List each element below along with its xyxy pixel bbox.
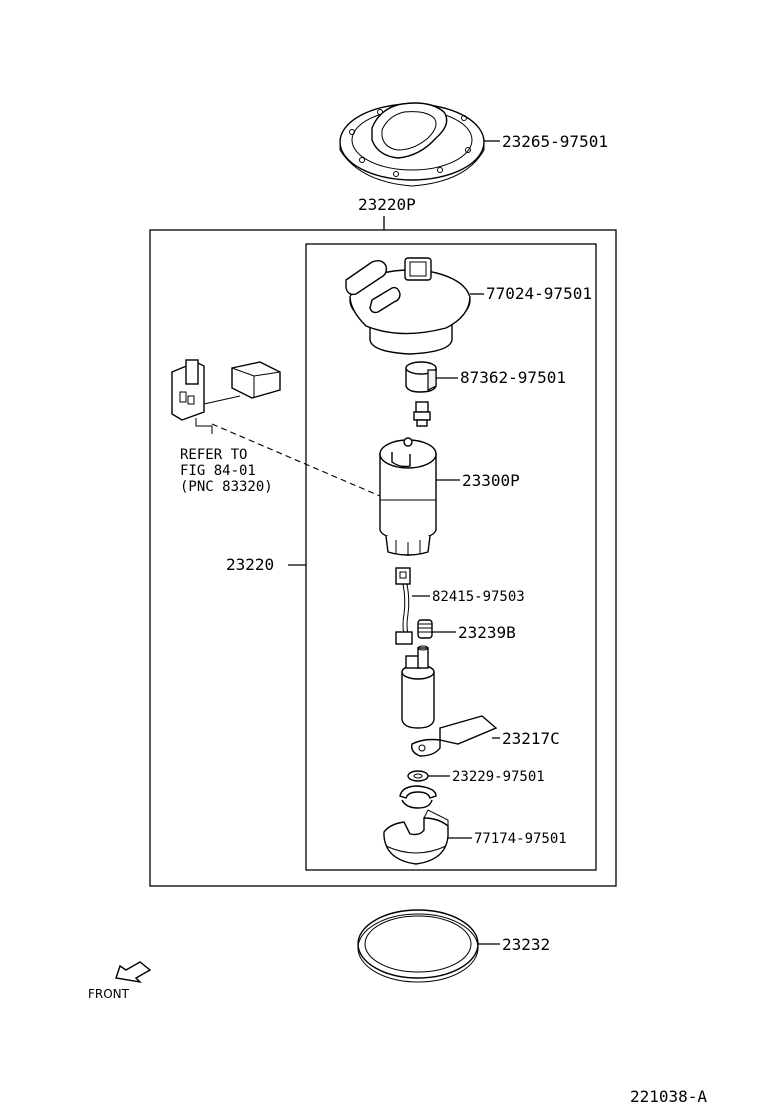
filter-connector-part bbox=[413, 401, 431, 427]
wire-harness-part bbox=[395, 567, 413, 645]
label-gasket-top: 23265-97501 bbox=[502, 132, 608, 151]
figure-id: 221038-A bbox=[630, 1087, 707, 1106]
label-harness: 82415-97503 bbox=[432, 589, 525, 605]
strainer-part bbox=[410, 715, 498, 757]
refer-text-line1: REFER TO bbox=[180, 447, 247, 463]
label-assy-inner: 23220 bbox=[226, 555, 274, 574]
dashed-reference-line bbox=[211, 423, 381, 497]
front-arrow-icon bbox=[115, 961, 152, 984]
label-washer: 23229-97501 bbox=[452, 769, 545, 785]
bottom-gasket-part bbox=[357, 909, 479, 983]
spring-part bbox=[417, 619, 433, 639]
bracket-part bbox=[383, 809, 449, 865]
inner-assembly-box bbox=[305, 243, 597, 871]
clip-ring-part bbox=[399, 785, 437, 809]
small-filter-part bbox=[405, 361, 437, 393]
top-gasket-part bbox=[339, 102, 485, 187]
label-gasket-bottom: 23232 bbox=[502, 935, 550, 954]
refer-text-line3: (PNC 83320) bbox=[180, 479, 273, 495]
label-bracket: 77174-97501 bbox=[474, 831, 567, 847]
front-label: FRONT bbox=[88, 987, 130, 1001]
outer-assembly-box bbox=[149, 229, 617, 887]
label-strainer: 23217C bbox=[502, 729, 560, 748]
label-spring: 23239B bbox=[458, 623, 516, 642]
label-assy-outer: 23220P bbox=[358, 195, 416, 214]
label-small-filter: 87362-97501 bbox=[460, 368, 566, 387]
refer-text-line2: FIG 84-01 bbox=[180, 463, 256, 479]
washer-part bbox=[407, 770, 429, 782]
main-filter-part bbox=[379, 437, 437, 556]
label-cover: 77024-97501 bbox=[486, 284, 592, 303]
fuel-pump-part bbox=[401, 645, 435, 729]
pump-cover-part bbox=[345, 257, 471, 355]
label-main-filter: 23300P bbox=[462, 471, 520, 490]
fuel-sender-part bbox=[171, 359, 281, 434]
